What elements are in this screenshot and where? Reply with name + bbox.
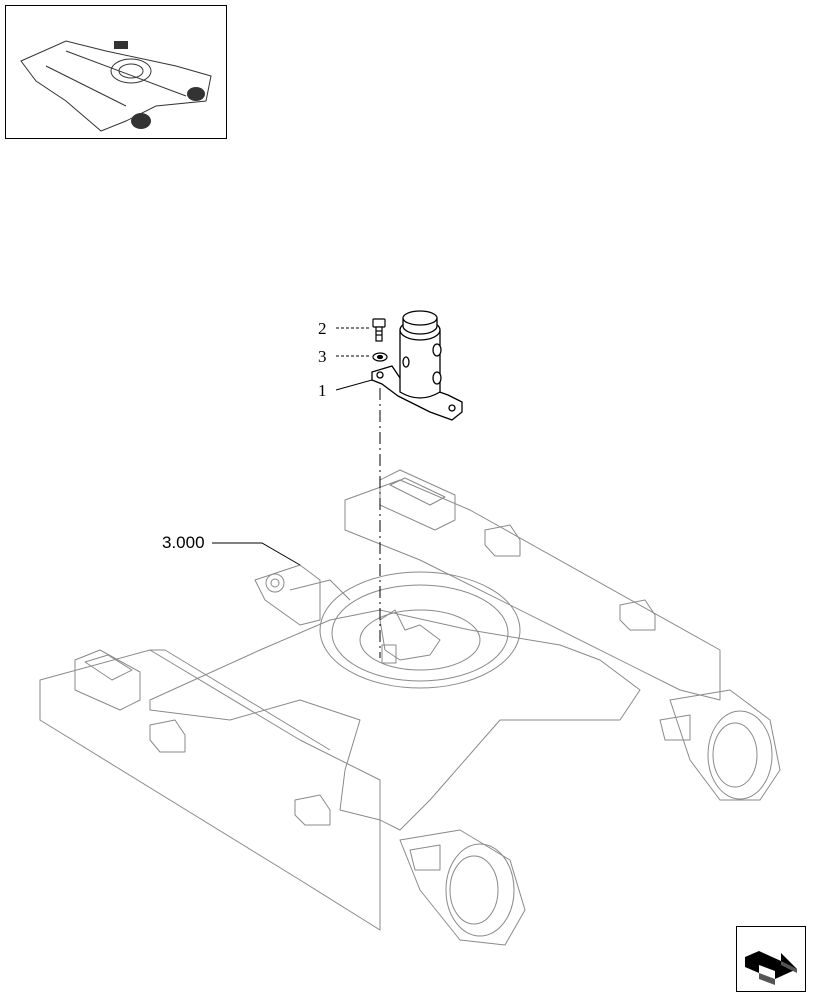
rotary-joint-icon (371, 310, 463, 421)
callout-leaders (335, 327, 373, 391)
callout-label-3000: 3.000 (162, 533, 205, 552)
next-page-arrow-icon (745, 951, 797, 985)
callout-label-2: 2 (318, 319, 327, 338)
track-frame-icon (20, 40, 212, 132)
next-page-button[interactable] (736, 926, 806, 992)
callout-label-3: 3 (318, 347, 327, 366)
overview-thumbnail (5, 5, 227, 139)
bolt-icon (372, 318, 386, 342)
leader-line-3000 (212, 542, 301, 566)
washer-icon (372, 352, 388, 362)
undercarriage-frame-drawing (39, 469, 781, 946)
callout-label-1: 1 (318, 381, 327, 400)
